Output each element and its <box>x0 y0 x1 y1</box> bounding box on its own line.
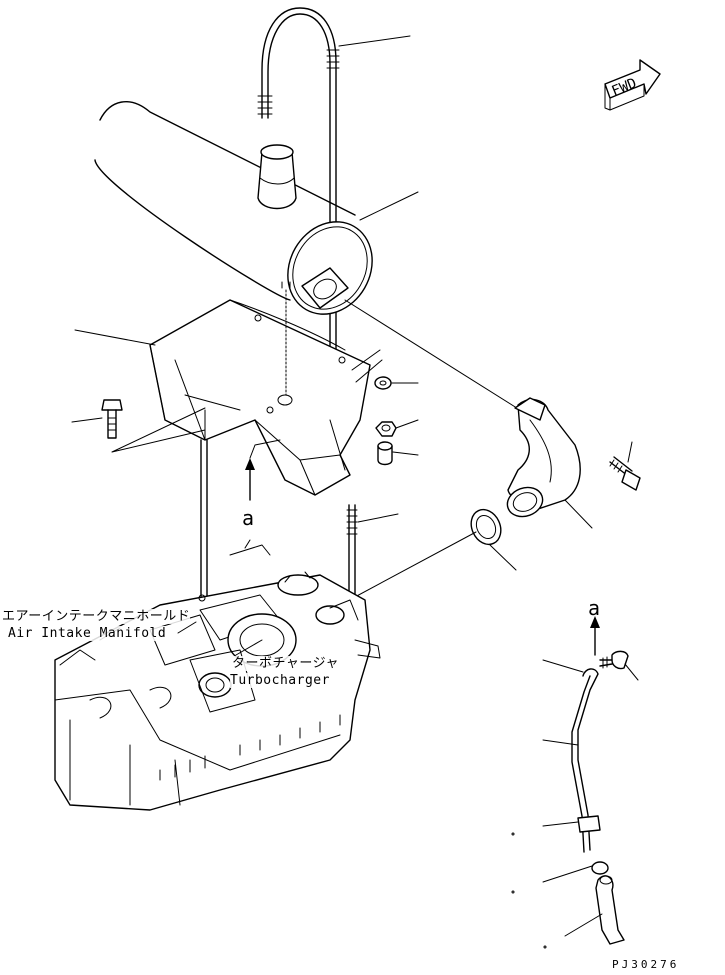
u-bolt <box>257 7 411 351</box>
engine-label-leaders <box>177 621 263 656</box>
drain-tube-assembly <box>511 616 639 949</box>
turbo-label-en: Turbocharger <box>230 673 330 688</box>
muffler <box>94 101 419 315</box>
turbo-label-jp: ターボチャージャ <box>232 656 339 671</box>
ref-a-tube: a <box>588 596 601 620</box>
muffler-bracket <box>74 281 371 496</box>
manifold-label-en: Air Intake Manifold <box>8 626 167 641</box>
manifold-label-jp: エアーインテークマニホールド <box>2 609 191 624</box>
bracket-hardware <box>351 349 419 466</box>
ref-a-bracket: a <box>242 506 255 530</box>
exhaust-elbow <box>344 299 641 529</box>
drawing-code: PJ30276 <box>612 958 680 971</box>
bracket-bolt <box>71 399 206 453</box>
gasket <box>339 508 517 606</box>
engine-block <box>54 539 381 811</box>
fwd-arrow-icon: FWD <box>604 59 661 111</box>
ref-arrow-a-bracket <box>245 439 281 501</box>
stud-bolts <box>200 439 399 601</box>
